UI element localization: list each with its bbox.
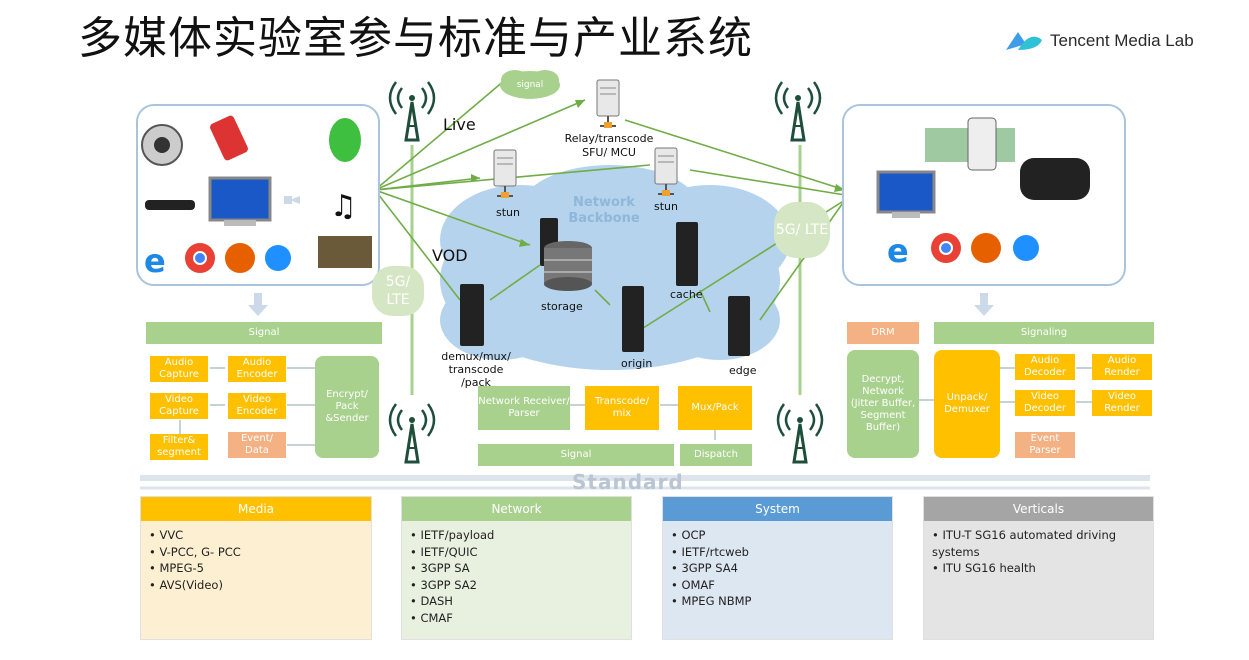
signaling-bar: Signaling bbox=[934, 322, 1154, 344]
storage-label: storage bbox=[541, 300, 583, 313]
middle-signal-bar: Signal bbox=[478, 444, 674, 466]
mux-pack-box: Mux/Pack bbox=[678, 386, 752, 430]
sender-signal-bar: Signal bbox=[146, 322, 382, 344]
stun-left-label: stun bbox=[496, 206, 520, 219]
standard-column-network: Network IETF/payload IETF/QUIC 3GPP SA 3… bbox=[401, 496, 632, 640]
filter-segment-box: Filter& segment bbox=[150, 434, 208, 460]
event-parser-box: Event Parser bbox=[1015, 432, 1075, 458]
standard-item: ITU SG16 health bbox=[932, 560, 1153, 577]
unpack-demuxer-box: Unpack/ Demuxer bbox=[934, 350, 1000, 458]
tencent-cloud-logo-icon bbox=[1006, 32, 1042, 50]
pipeline-arrows bbox=[179, 367, 1092, 446]
antenna-tower-icon bbox=[388, 81, 436, 142]
standard-column-header: Verticals bbox=[924, 497, 1153, 521]
standard-column-header: Network bbox=[402, 497, 631, 521]
video-render-box: Video Render bbox=[1092, 390, 1152, 416]
standard-column-header: Media bbox=[141, 497, 371, 521]
drm-box: DRM bbox=[847, 322, 919, 344]
live-label: Live bbox=[443, 115, 476, 134]
origin-label: origin bbox=[621, 357, 653, 370]
standard-item-list: VVC V-PCC, G- PCC MPEG-5 AVS(Video) bbox=[141, 527, 371, 593]
logo-text: Tencent Media Lab bbox=[1050, 31, 1194, 50]
antenna-tower-icon bbox=[388, 403, 436, 464]
video-encoder-box: Video Encoder bbox=[228, 393, 286, 419]
stun-server-icon bbox=[654, 147, 678, 196]
standard-item: MPEG-5 bbox=[149, 560, 371, 577]
connection-arrows bbox=[374, 79, 846, 331]
tower-servers bbox=[460, 218, 750, 356]
event-data-box: Event/ Data bbox=[228, 432, 286, 458]
standard-item-list: IETF/payload IETF/QUIC 3GPP SA 3GPP SA2 … bbox=[402, 527, 631, 626]
standard-item: IETF/payload bbox=[410, 527, 631, 544]
standard-column-media: Media VVC V-PCC, G- PCC MPEG-5 AVS(Video… bbox=[140, 496, 372, 640]
svg-text:e: e bbox=[144, 242, 166, 280]
standard-item: DASH bbox=[410, 593, 631, 610]
audio-encoder-box: Audio Encoder bbox=[228, 356, 286, 382]
audio-decoder-box: Audio Decoder bbox=[1015, 354, 1075, 380]
lte-left-badge: 5G/ LTE bbox=[372, 266, 424, 316]
stun-right-label: stun bbox=[654, 200, 678, 213]
video-capture-box: Video Capture bbox=[150, 393, 208, 419]
relay-server-icon bbox=[596, 79, 620, 128]
antenna-tower-icon bbox=[774, 81, 822, 142]
vod-label: VOD bbox=[432, 246, 468, 265]
page-title: 多媒体实验室参与标准与产业系统 bbox=[78, 13, 753, 64]
standard-item: 3GPP SA bbox=[410, 560, 631, 577]
standard-item-list: ITU-T SG16 automated driving systems ITU… bbox=[924, 527, 1153, 577]
network-receiver-box: Network Receiver/ Parser bbox=[478, 386, 570, 430]
stun-server-icon bbox=[493, 149, 517, 198]
transcode-mix-box: Transcode/ mix bbox=[585, 386, 659, 430]
signal-cloud-label: signal bbox=[516, 80, 544, 90]
standard-label: Standard bbox=[572, 470, 684, 494]
network-backbone-label: Network Backbone bbox=[568, 195, 640, 226]
cache-label: cache bbox=[670, 288, 703, 301]
standard-item: 3GPP SA4 bbox=[671, 560, 892, 577]
signal-cloud-icon bbox=[500, 70, 560, 99]
standard-column-header: System bbox=[663, 497, 892, 521]
dispatch-box: Dispatch bbox=[680, 444, 752, 466]
standard-item-list: OCP IETF/rtcweb 3GPP SA4 OMAF MPEG NBMP bbox=[663, 527, 892, 610]
standard-item: IETF/QUIC bbox=[410, 544, 631, 561]
standard-item: OMAF bbox=[671, 577, 892, 594]
audio-render-box: Audio Render bbox=[1092, 354, 1152, 380]
standard-item: 3GPP SA2 bbox=[410, 577, 631, 594]
standard-item: VVC bbox=[149, 527, 371, 544]
video-decoder-box: Video Decoder bbox=[1015, 390, 1075, 416]
svg-text:♫: ♫ bbox=[330, 189, 357, 224]
decrypt-network-box: Decrypt, Network (Jitter Buffer, Segment… bbox=[847, 350, 919, 458]
standard-item: MPEG NBMP bbox=[671, 593, 892, 610]
tencent-media-lab-logo: Tencent Media Lab bbox=[1004, 28, 1194, 54]
lte-right-badge: 5G/ LTE bbox=[774, 202, 830, 258]
standard-column-verticals: Verticals ITU-T SG16 automated driving s… bbox=[923, 496, 1154, 640]
standard-item: ITU-T SG16 automated driving systems bbox=[932, 527, 1153, 560]
antenna-tower-icon bbox=[776, 403, 824, 464]
receiver-device-graphics: e bbox=[876, 117, 1090, 270]
standard-column-system: System OCP IETF/rtcweb 3GPP SA4 OMAF MPE… bbox=[662, 496, 893, 640]
storage-database-icon bbox=[544, 241, 592, 291]
standard-item: V-PCC, G- PCC bbox=[149, 544, 371, 561]
svg-text:e: e bbox=[887, 232, 909, 270]
demux-label: demux/mux/ transcode /pack bbox=[441, 350, 511, 389]
standard-item: AVS(Video) bbox=[149, 577, 371, 594]
standard-item: IETF/rtcweb bbox=[671, 544, 892, 561]
standard-item: OCP bbox=[671, 527, 892, 544]
encrypt-pack-sender-box: Encrypt/ Pack &Sender bbox=[315, 356, 379, 458]
edge-label: edge bbox=[729, 364, 757, 377]
standard-item: CMAF bbox=[410, 610, 631, 627]
audio-capture-box: Audio Capture bbox=[150, 356, 208, 382]
sender-device-graphics: ♫ e bbox=[141, 115, 372, 280]
relay-label: Relay/transcode SFU/ MCU bbox=[564, 132, 654, 159]
